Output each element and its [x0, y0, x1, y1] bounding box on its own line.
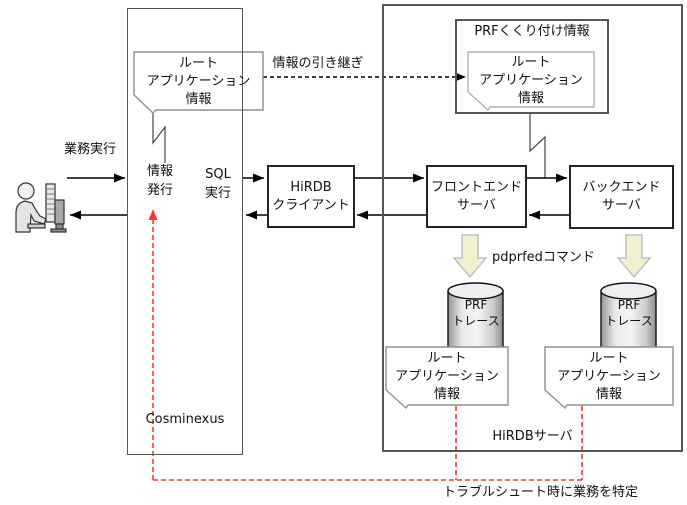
cylinder-top-1 — [447, 282, 504, 300]
hirdb-client-box: HiRDB クライアント — [267, 165, 355, 228]
prf-trace2-label: PRF トレース — [605, 298, 653, 329]
callout-trace1-root-app-label: ルート アプリケーション 情報 — [395, 351, 499, 403]
hirdb-server-container-box — [382, 4, 683, 452]
cylinder-top-2 — [600, 282, 657, 300]
info-issue-label: 情報 発行 — [146, 164, 173, 198]
block-arrow-down-1 — [452, 234, 488, 279]
frontend-server-box: フロントエンド サーバ — [426, 165, 527, 228]
prf-trace1-label: PRF トレース — [452, 298, 500, 329]
flow-arrows — [67, 173, 569, 220]
pdprfed-block-arrows — [452, 234, 652, 279]
prf-trace-cylinders — [447, 282, 657, 361]
callout-prf-root-app — [467, 51, 595, 112]
sql-exec-label: SQL 実行 — [204, 167, 231, 201]
callout-cosminexus-root-app — [133, 51, 264, 114]
pdprfed-command-label: pdprfedコマンド — [492, 250, 595, 265]
callout-trace2-root-app — [544, 346, 674, 410]
prf-binding-title: PRFくくり付け情報 — [474, 24, 590, 39]
callout-cosminexus-root-app-label: ルート アプリケーション 情報 — [146, 56, 251, 108]
user-at-computer-icon — [15, 182, 67, 233]
zigzag-connector-cosminexus — [152, 111, 166, 163]
callout-shapes — [133, 51, 674, 410]
callout-trace1-root-app — [385, 346, 509, 410]
info-handover-label: 情報の引き継ぎ — [272, 56, 364, 71]
backend-server-box: バックエンド サーバ — [569, 165, 674, 229]
cosminexus-label: Cosminexus — [145, 412, 225, 427]
cosminexus-container-box — [127, 8, 243, 455]
block-arrow-down-2 — [616, 234, 652, 279]
hirdb-server-label: HiRDBサーバ — [492, 429, 573, 444]
business-exec-label: 業務実行 — [64, 142, 117, 157]
troubleshoot-path — [148, 209, 583, 481]
prf-binding-box — [455, 19, 609, 114]
callout-trace2-root-app-label: ルート アプリケーション 情報 — [557, 351, 661, 403]
troubleshoot-label: トラブルシュート時に業務を特定 — [443, 485, 639, 500]
zigzag-connector-prf — [529, 114, 546, 178]
callout-prf-root-app-label: ルート アプリケーション 情報 — [479, 55, 583, 107]
